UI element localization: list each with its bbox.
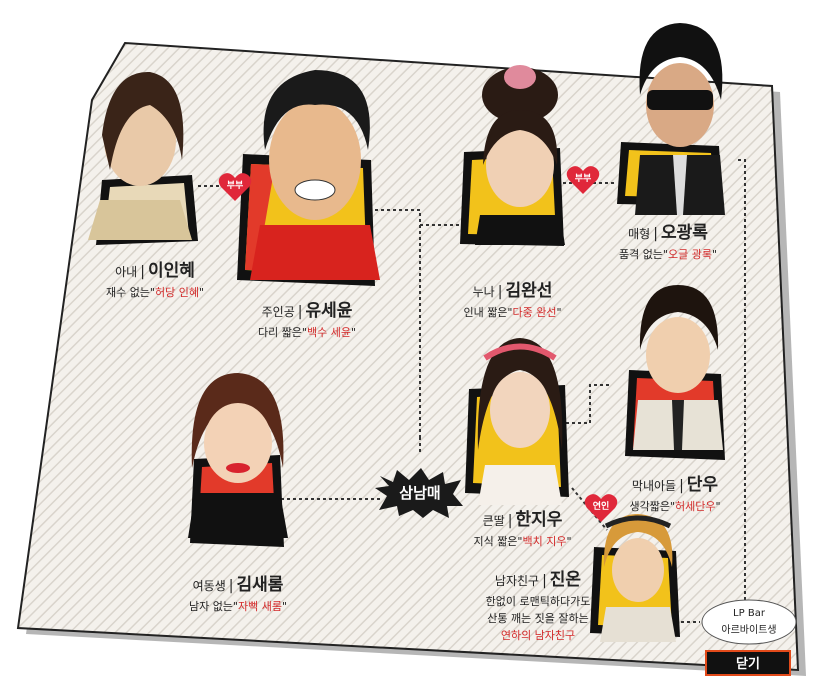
couple-heart-inhye-seyun: 부부 xyxy=(218,172,252,202)
name-gwangrok: 오광록 xyxy=(660,223,708,243)
role-jinon: 남자친구 xyxy=(494,574,540,588)
separator: | xyxy=(507,513,513,529)
desc-inhye: 재수 없는" xyxy=(105,286,155,299)
nick-seyun: 백수 세윤 xyxy=(307,326,351,339)
nick-gwangrok: 오글 광록 xyxy=(668,248,712,261)
close-button[interactable]: 닫기 xyxy=(705,650,791,676)
couple-label-2: 부부 xyxy=(574,174,592,184)
name-inhye: 이인혜 xyxy=(147,261,195,281)
photo-jiwoo xyxy=(477,338,563,505)
photo-saerom xyxy=(188,373,288,538)
separator: | xyxy=(653,226,658,242)
caption-wanseon: 누나|김완선 인내 짧은"다중 완선" xyxy=(445,276,580,320)
separator: | xyxy=(497,284,503,300)
nick-danu: 허세단우 xyxy=(675,500,716,513)
desc-end-wanseon: " xyxy=(556,306,562,319)
desc-jinon-line1: 한없이 로맨틱하다가도 xyxy=(485,595,591,608)
desc-jinon-nick: 연하의 남자친구 xyxy=(500,629,576,642)
role-wanseon: 누나 xyxy=(472,285,495,299)
nick-saerom: 자뻑 새롬 xyxy=(238,600,282,613)
separator: | xyxy=(679,478,684,494)
caption-saerom: 여동생|김새롬 남자 없는"자뻑 새롬" xyxy=(168,570,308,614)
role-jiwoo: 큰딸 xyxy=(482,514,505,528)
desc-wanseon: 인내 짧은" xyxy=(463,306,513,319)
desc-end-saerom: " xyxy=(281,600,288,613)
name-danu: 단우 xyxy=(686,475,719,495)
role-saerom: 여동생 xyxy=(192,579,226,593)
desc-danu: 생각짧은" xyxy=(629,500,675,513)
caption-inhye: 아내|이인혜 재수 없는"허당 인혜" xyxy=(90,256,220,300)
desc-end-inhye: " xyxy=(198,286,205,299)
nick-inhye: 허당 인혜 xyxy=(155,286,199,299)
desc-end-gwangrok: " xyxy=(711,248,718,261)
lpbar-line2: 아르바이트생 xyxy=(721,625,777,636)
photo-wanseon xyxy=(475,65,565,245)
name-seyun: 유세윤 xyxy=(305,301,353,321)
photo-jinon xyxy=(600,514,676,642)
desc-end-danu: " xyxy=(715,500,721,513)
line-jiwoo-danu xyxy=(560,384,610,424)
nick-wanseon: 다중 완선 xyxy=(512,306,557,319)
name-saerom: 김새롬 xyxy=(236,575,284,595)
desc-end-seyun: " xyxy=(350,326,357,339)
couple-label-1: 부부 xyxy=(226,181,244,191)
photo-inhye xyxy=(88,71,192,240)
photo-seyun xyxy=(250,70,380,280)
caption-danu: 막내아들|단우 생각짧은"허세단우" xyxy=(605,470,745,514)
role-seyun: 주인공 xyxy=(261,305,295,319)
caption-jiwoo: 큰딸|한지우 지식 짧은"백치 지우" xyxy=(455,505,590,549)
desc-gwangrok: 품격 없는" xyxy=(618,248,668,261)
lpbar-bubble: LP Bar 아르바이트생 xyxy=(700,598,798,646)
lovers-heart-jiwoo-jinon: 연인 xyxy=(584,493,618,523)
line-seyun-siblings xyxy=(375,209,421,437)
photo-danu xyxy=(633,285,723,450)
role-inhye: 아내 xyxy=(115,265,138,279)
lovers-label: 연인 xyxy=(592,502,610,512)
name-jinon: 진온 xyxy=(549,570,582,590)
separator: | xyxy=(140,264,145,280)
role-danu: 막내아들 xyxy=(631,479,677,493)
desc-jiwoo: 지식 짧은" xyxy=(473,535,523,548)
name-jiwoo: 한지우 xyxy=(515,510,563,530)
desc-seyun: 다리 짧은" xyxy=(257,326,307,339)
desc-saerom: 남자 없는" xyxy=(188,600,238,613)
caption-seyun: 주인공|유세윤 다리 짧은"백수 세윤" xyxy=(232,296,382,340)
caption-gwangrok: 매형|오광록 품격 없는"오글 광록" xyxy=(598,218,738,262)
name-wanseon: 김완선 xyxy=(505,281,553,301)
separator: | xyxy=(228,578,234,594)
role-gwangrok: 매형 xyxy=(628,227,651,241)
photo-gwangrok xyxy=(635,23,725,215)
separator: | xyxy=(297,304,303,320)
desc-end-jiwoo: " xyxy=(566,535,572,548)
nick-jiwoo: 백치 지우 xyxy=(522,535,567,548)
separator: | xyxy=(542,573,547,589)
caption-jinon: 남자친구|진온 한없이 로맨틱하다가도 산통 깨는 짓을 잘하는 연하의 남자친… xyxy=(468,565,608,643)
siblings-label: 삼남매 xyxy=(399,484,441,502)
desc-jinon-line2: 산통 깨는 짓을 잘하는 xyxy=(487,612,589,625)
siblings-burst: 삼남매 xyxy=(375,468,465,518)
couple-heart-wanseon-gwangrok: 부부 xyxy=(566,165,600,195)
lpbar-line1: LP Bar xyxy=(733,608,765,619)
